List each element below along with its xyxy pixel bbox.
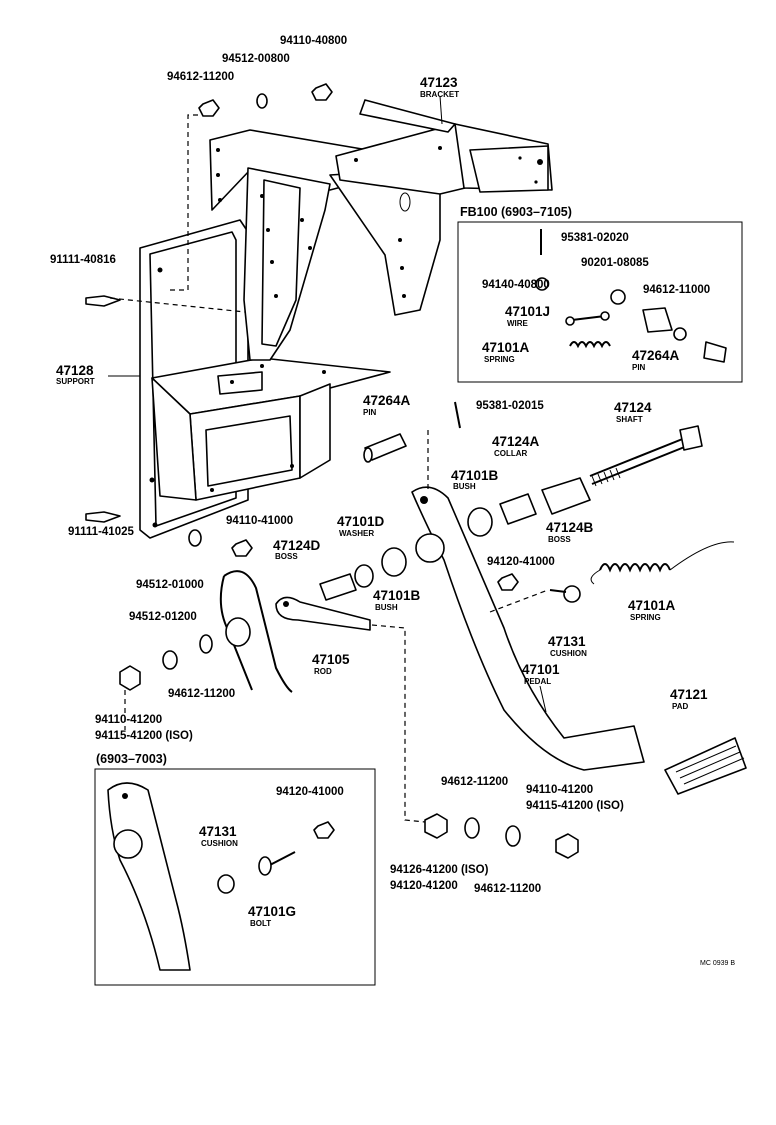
part-number-bracket: 47123 (420, 75, 458, 90)
pn-94612-11000: 94612-11000 (643, 284, 710, 296)
pn-94110-40800: 94110-40800 (280, 35, 347, 47)
part-number-rod: 47105 (312, 652, 350, 667)
pn-94612-11200-btm1: 94612-11200 (441, 776, 508, 788)
part-name-pin-inset: PIN (632, 363, 646, 372)
bracket (335, 99, 553, 195)
leader-lines (108, 95, 547, 713)
part-number-pad: 47121 (670, 687, 708, 702)
pn-94126-41200: 94126-41200 (ISO) (390, 864, 489, 876)
part-name-cushion-main: CUSHION (550, 649, 587, 658)
part-number-washer: 47101D (337, 514, 385, 529)
part-number-cushion-inset: 47131 (199, 824, 237, 839)
reference-code: MC 0939 B (700, 960, 735, 967)
pn-94612-11200-mid: 94612-11200 (168, 688, 235, 700)
part-name-rod: ROD (314, 667, 332, 676)
part-name-bush-lower: BUSH (375, 603, 398, 612)
support-plate (139, 219, 391, 539)
pn-94110-41200-right: 94110-41200 (526, 784, 593, 796)
inset-6903-parts (107, 782, 335, 971)
part-name-wire: WIRE (507, 319, 529, 328)
part-name-bush-upper: BUSH (453, 482, 476, 491)
pn-91111-41025: 91111-41025 (68, 526, 134, 538)
part-number-pin-inset: 47264A (632, 348, 680, 363)
pn-94115-41200-right: 94115-41200 (ISO) (526, 800, 624, 812)
part-name-washer: WASHER (339, 529, 374, 538)
part-name-collar: COLLAR (494, 449, 528, 458)
pn-94512-00800: 94512-00800 (222, 53, 290, 65)
pn-94140-40800: 94140-40800 (482, 279, 550, 291)
main-loose-parts (85, 83, 747, 859)
part-name-spring-inset: SPRING (484, 355, 515, 364)
pn-94120-41000-main: 94120-41000 (487, 556, 555, 568)
part-number-pin-main: 47264A (363, 393, 411, 408)
pn-94120-41200: 94120-41200 (390, 880, 458, 892)
part-name-spring-main: SPRING (630, 613, 661, 622)
part-name-shaft: SHAFT (616, 415, 643, 424)
pn-94110-41200-left: 94110-41200 (95, 714, 162, 726)
pn-94512-01200: 94512-01200 (129, 611, 197, 623)
part-name-pin-main: PIN (363, 408, 377, 417)
part-name-cushion-inset: CUSHION (201, 839, 238, 848)
part-name-bracket: BRACKET (420, 90, 459, 99)
inset-box-fb100 (457, 221, 743, 383)
inset-box-6903 (94, 768, 376, 986)
part-number-spring-main: 47101A (628, 598, 676, 613)
part-number-support: 47128 (56, 363, 94, 378)
inset-header-6903: (6903–7003) (96, 752, 167, 766)
pn-94512-01000: 94512-01000 (136, 579, 204, 591)
part-number-spring-inset: 47101A (482, 340, 530, 355)
part-name-boss-left: BOSS (275, 552, 298, 561)
pn-94120-41000-inset: 94120-41000 (276, 786, 344, 798)
part-number-bush-upper: 47101B (451, 468, 499, 483)
pn-91111-40816: 91111-40816 (50, 254, 116, 266)
part-number-collar: 47124A (492, 434, 540, 449)
part-name-boss-right: BOSS (548, 535, 571, 544)
pn-90201-08085: 90201-08085 (581, 257, 649, 269)
part-number-bolt: 47101G (248, 904, 296, 919)
part-number-bush-lower: 47101B (373, 588, 421, 603)
upper-frame (209, 129, 441, 361)
pn-94612-11200-btm2: 94612-11200 (474, 883, 541, 895)
part-number-boss-left: 47124D (273, 538, 321, 553)
inset-fb100-parts (535, 229, 727, 363)
pn-95381-02015: 95381-02015 (476, 400, 544, 412)
part-number-cushion-main: 47131 (548, 634, 586, 649)
part-number-wire: 47101J (505, 304, 550, 319)
pn-94612-11200-top: 94612-11200 (167, 71, 234, 83)
part-name-pad: PAD (672, 702, 689, 711)
part-name-bolt: BOLT (250, 919, 271, 928)
dashed-leaders (109, 114, 549, 823)
pn-94110-41000: 94110-41000 (226, 515, 293, 527)
part-number-pedal: 47101 (522, 662, 560, 677)
part-number-shaft: 47124 (614, 400, 652, 415)
inset-header-fb100: FB100 (6903–7105) (460, 205, 572, 219)
part-name-pedal: PEDAL (524, 677, 551, 686)
part-name-support: SUPPORT (56, 377, 95, 386)
pn-95381-02020: 95381-02020 (561, 232, 629, 244)
part-number-boss-right: 47124B (546, 520, 594, 535)
pn-94115-41200-left: 94115-41200 (ISO) (95, 730, 193, 742)
